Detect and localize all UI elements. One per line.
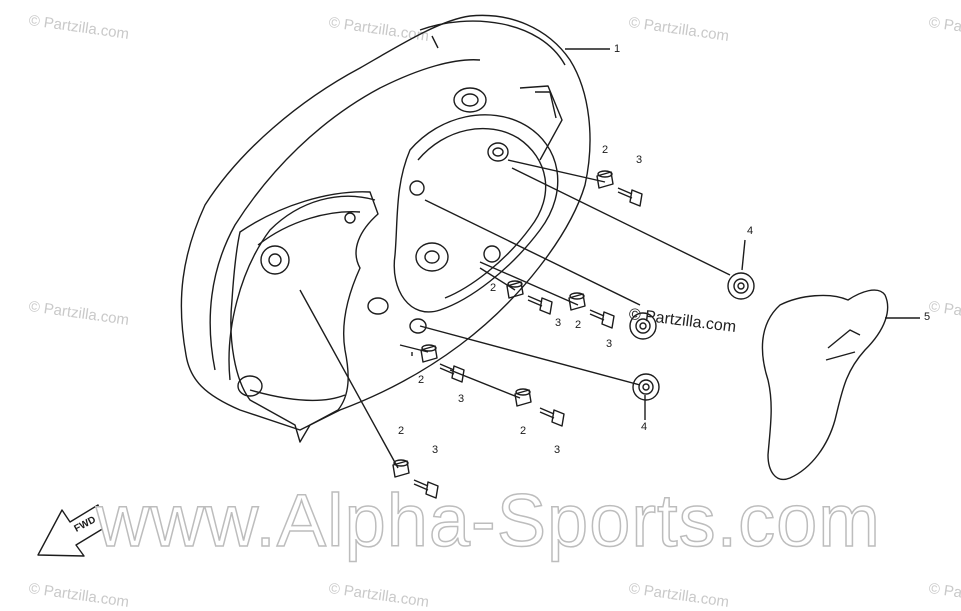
spacer-collar [392, 459, 410, 478]
callout-2: 2 [490, 282, 497, 294]
callout-3: 3 [636, 154, 643, 166]
boss-left [260, 245, 290, 275]
callout-2: 2 [602, 144, 609, 156]
spacer-collar [514, 388, 532, 407]
spacer-collar [568, 292, 586, 311]
leader-line [299, 289, 399, 469]
cover-outer-shell [180, 14, 591, 431]
grommet [632, 373, 660, 401]
bolt [413, 479, 439, 499]
cover-rim-top [419, 20, 566, 66]
callout-3: 3 [606, 338, 613, 350]
boss-right-inner [492, 147, 504, 157]
boss-bottom [367, 297, 389, 315]
leader-line [449, 369, 521, 399]
bolt [589, 309, 615, 329]
boss-top [453, 87, 487, 113]
boss-plate [344, 212, 356, 224]
fwd-arrow [37, 504, 105, 557]
boss-bottom-2 [409, 318, 427, 334]
callout-4: 4 [641, 421, 648, 433]
grommet [629, 312, 657, 340]
grommet [727, 272, 755, 300]
callout-3: 3 [555, 317, 562, 329]
callout-4: 4 [747, 225, 754, 237]
callout-2: 2 [520, 425, 527, 437]
leader-line [507, 159, 606, 183]
leader-line [424, 199, 641, 306]
callout-2: 2 [398, 425, 405, 437]
callout-2: 2 [418, 374, 425, 386]
spacer-collar [420, 344, 438, 363]
boss-lowmid [483, 245, 501, 263]
boss-right [487, 142, 509, 162]
callout-3: 3 [458, 393, 465, 405]
watermark-alpha-sports: www.Alpha-Sports.com [95, 478, 881, 563]
spacer-collar [596, 170, 614, 189]
cover-rib [519, 85, 563, 161]
cover-left-plate [230, 191, 379, 443]
boss-left-inner [268, 253, 282, 267]
cover-inner-lobe [393, 114, 559, 313]
cover-flange-left [228, 195, 376, 381]
boss-top-inner [461, 93, 479, 107]
callout-5: 5 [924, 311, 931, 323]
bolt [617, 187, 643, 207]
cover-left-plate-inner [249, 211, 361, 402]
boss-mid [409, 180, 425, 196]
cover-inner-lobe-rim [417, 127, 547, 299]
leader-line [399, 344, 429, 353]
callout-1: 1 [614, 43, 621, 55]
emblem-detail [825, 329, 861, 361]
spacer-collar [506, 280, 524, 299]
emblem-plate [761, 289, 889, 481]
callout-pointer [741, 239, 746, 271]
cover-rib-2 [535, 91, 557, 119]
boss-center-inner [424, 250, 440, 264]
boss-lowleft [237, 375, 263, 397]
bolt [439, 363, 465, 383]
boss-center [415, 242, 449, 272]
leader-line [479, 261, 579, 306]
callout-3: 3 [554, 444, 561, 456]
leader-line [419, 325, 641, 386]
cover-rim-inner [209, 59, 481, 371]
bolt [527, 295, 553, 315]
bolt [539, 407, 565, 427]
callout-3: 3 [432, 444, 439, 456]
callout-2: 2 [575, 319, 582, 331]
leader-line [511, 167, 731, 276]
